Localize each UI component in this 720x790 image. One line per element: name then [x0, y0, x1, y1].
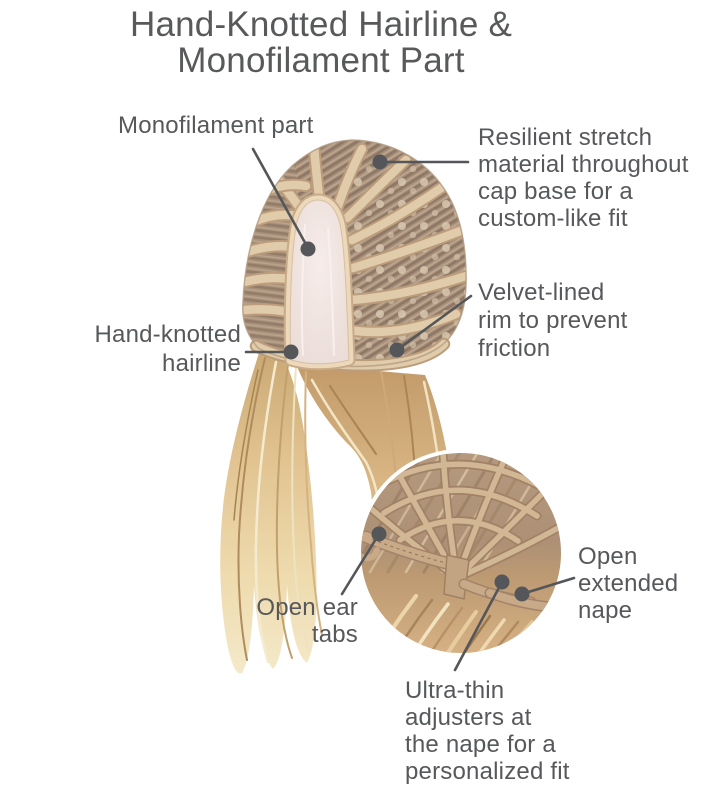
label-line: material throughout [478, 151, 689, 178]
label-line: nape [578, 597, 633, 624]
wig-cap [242, 139, 467, 372]
label-line: extended [578, 570, 679, 597]
label-hand-knotted-hairline: Hand-knotted hairline [60, 320, 241, 378]
callout-open-extended-nape [514, 576, 576, 602]
callout-hand-knotted-hairline [244, 344, 299, 360]
callout-resilient-stretch [372, 154, 470, 170]
label-line: custom-like fit [478, 205, 628, 232]
ear-tab [361, 533, 380, 562]
label-open-extended-nape: Open extended nape [578, 543, 678, 624]
callout-dot [494, 574, 510, 590]
callout-dot [283, 344, 299, 360]
label-line: Open ear [256, 594, 358, 621]
label-ultra-thin-adjusters: Ultra-thin adjusters at the nape for a p… [405, 677, 570, 785]
callout-open-ear-tabs [340, 526, 387, 596]
label-monofilament-part: Monofilament part [118, 112, 314, 139]
page-title-line: Hand-Knotted Hairline & [129, 5, 513, 44]
label-line: Open [578, 543, 638, 570]
nape-strap [443, 554, 470, 600]
label-line: hairline [162, 350, 241, 377]
label-line: cap base for a [478, 178, 633, 205]
label-resilient-stretch: Resilient stretch material throughout ca… [478, 124, 689, 232]
label-line: tabs [311, 621, 358, 648]
label-line: the nape for a [405, 731, 556, 758]
label-velvet-lined-rim: Velvet-lined rim to prevent friction [478, 279, 628, 363]
label-line: Resilient stretch [478, 124, 653, 151]
monofilament-patch [283, 193, 356, 371]
callout-velvet-lined-rim [389, 294, 473, 358]
callout-monofilament-part [251, 147, 316, 257]
callout-dot [300, 241, 316, 257]
label-line: rim to prevent [478, 307, 628, 334]
label-line: Hand-knotted [94, 321, 241, 348]
label-line: Ultra-thin [405, 677, 505, 704]
nape-inset-circle [361, 453, 561, 653]
label-line: friction [478, 335, 551, 362]
callout-ultra-thin-adjusters [453, 574, 510, 672]
callout-dot [372, 154, 388, 170]
callout-dot [389, 342, 405, 358]
callout-dot [514, 586, 530, 602]
label-line: Velvet-lined [478, 279, 605, 306]
label-line: adjusters at [405, 704, 532, 731]
label-line: Monofilament part [118, 112, 314, 139]
label-line: personalized fit [405, 758, 570, 785]
wig-hair [220, 350, 456, 674]
callout-dot [371, 526, 387, 542]
label-open-ear-tabs: Open ear tabs [208, 594, 358, 648]
page-title: Hand-Knotted Hairline & Monofilament Par… [0, 7, 642, 79]
page-title-line: Monofilament Part [177, 41, 465, 80]
